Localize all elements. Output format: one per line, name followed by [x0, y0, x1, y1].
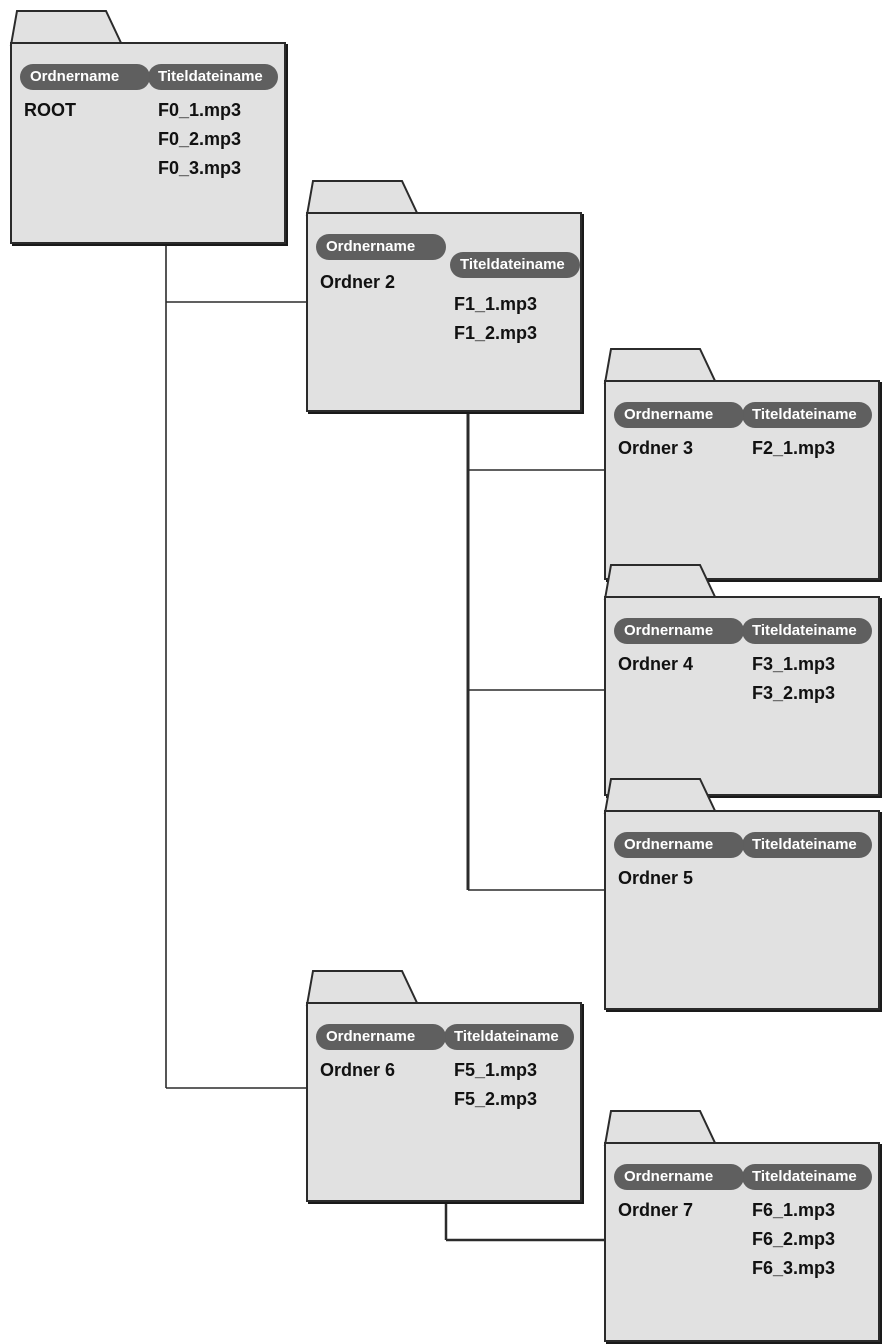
file-entry[interactable]: F3_1.mp3 [752, 654, 836, 674]
folder-name-header: Ordnername [20, 64, 150, 90]
file-entry[interactable]: F1_2.mp3 [454, 323, 538, 343]
folder-name: Ordner 6 [320, 1060, 396, 1080]
folder-name-header: Ordnername [614, 618, 744, 644]
file-entry[interactable]: F5_2.mp3 [454, 1089, 538, 1109]
folder-name: Ordner 4 [618, 654, 694, 674]
file-entry[interactable]: F2_1.mp3 [752, 438, 836, 458]
folder-tab [9, 10, 124, 46]
folder-name-header: Ordnername [614, 1164, 744, 1190]
file-name-header: Titeldateiname [742, 402, 872, 428]
folder-tab [603, 564, 718, 600]
file-entry[interactable]: F6_3.mp3 [752, 1258, 836, 1278]
file-name-header: Titeldateiname [742, 832, 872, 858]
folder-name: Ordner 3 [618, 438, 694, 458]
file-name-header: Titeldateiname [742, 1164, 872, 1190]
folder-tab [603, 778, 718, 814]
file-entry[interactable]: F6_1.mp3 [752, 1200, 836, 1220]
file-entry[interactable]: F0_2.mp3 [158, 129, 242, 149]
file-name-header: Titeldateiname [742, 618, 872, 644]
folder-name-header: Ordnername [614, 402, 744, 428]
file-name-header: Titeldateiname [444, 1024, 574, 1050]
file-entry[interactable]: F6_2.mp3 [752, 1229, 836, 1249]
folder-name: Ordner 2 [320, 272, 396, 292]
file-entry[interactable]: F0_1.mp3 [158, 100, 242, 120]
folder-name-header: Ordnername [316, 1024, 446, 1050]
folder-tab [305, 970, 420, 1006]
folder-tab [305, 180, 420, 216]
file-entry[interactable]: F1_1.mp3 [454, 294, 538, 314]
folder-name: Ordner 5 [618, 868, 694, 888]
file-entry[interactable]: F0_3.mp3 [158, 158, 242, 178]
folder-name-header: Ordnername [614, 832, 744, 858]
folder-name: ROOT [24, 100, 76, 120]
file-name-header: Titeldateiname [148, 64, 278, 90]
file-entry[interactable]: F5_1.mp3 [454, 1060, 538, 1080]
folder-name-header: Ordnername [316, 234, 446, 260]
folder-name: Ordner 7 [618, 1200, 694, 1220]
folder-tab [603, 348, 718, 384]
folder-tab [603, 1110, 718, 1146]
file-name-header: Titeldateiname [450, 252, 580, 278]
file-entry[interactable]: F3_2.mp3 [752, 683, 836, 703]
